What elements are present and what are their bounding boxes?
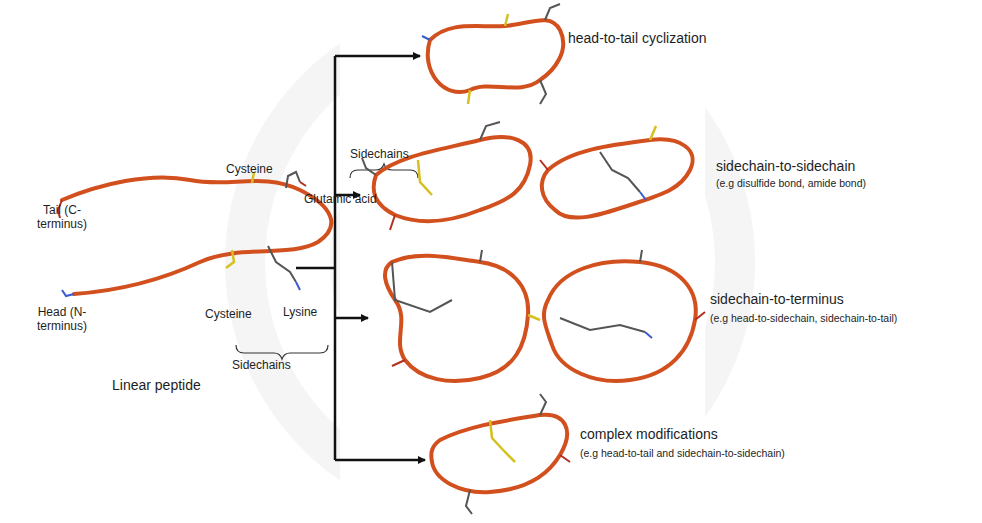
example-note: (e.g head-to-sidechain, sidechain-to-tai… [710,312,897,325]
terminus-label: Head (N-terminus) [22,305,102,334]
figure-caption: Linear peptide [112,377,201,394]
residue-label: Cysteine [226,162,273,176]
residue-label: Lysine [283,305,317,319]
residue-label: Cysteine [205,307,252,321]
category-label: complex modifications [580,426,718,443]
category-label: head-to-tail cyclization [568,30,707,47]
linear-peptide [58,152,418,359]
cyclic-peptide [422,4,563,104]
cyclic-peptide [385,250,705,381]
residue-label: Glutamic acid [304,192,377,206]
category-label: sidechain-to-sidechain [716,158,855,175]
white-panel [340,0,705,523]
terminus-label: Tail (C-terminus) [22,203,102,232]
cyclic-peptide [362,122,693,230]
example-note: (e.g disulfide bond, amide bond) [716,177,866,190]
category-label: sidechain-to-terminus [710,291,844,308]
group-label: Sidechains [350,147,409,161]
group-label: Sidechains [232,358,291,372]
cyclic-peptide [431,394,570,514]
example-note: (e.g head-to-tail and sidechain-to-sidec… [580,447,785,460]
